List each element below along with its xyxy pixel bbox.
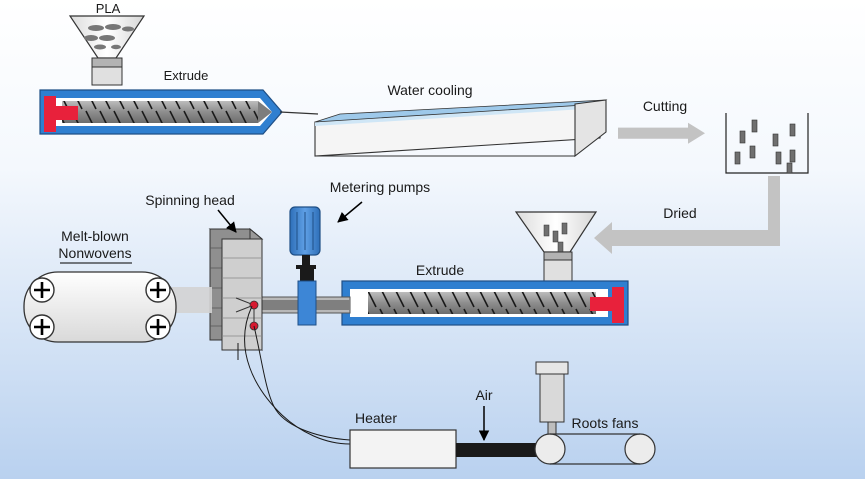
spinning-head-label: Spinning head [145, 192, 235, 208]
spinning-head [208, 227, 264, 352]
roots-fans [534, 361, 656, 465]
metering-pumps-pointer [337, 201, 363, 223]
extrude-top-label: Extrude [164, 68, 209, 83]
extrude-bottom-label: Extrude [416, 262, 464, 278]
heater-label: Heater [355, 410, 397, 426]
cutting-label: Cutting [643, 98, 687, 114]
water-cooling-trough [314, 99, 608, 158]
top-end-cap [44, 96, 56, 132]
metering-pump [289, 206, 321, 326]
metering-pumps-label: Metering pumps [330, 179, 430, 195]
pellet-container [725, 113, 809, 174]
bottom-hopper [514, 211, 598, 285]
cutting-arrow [618, 122, 705, 144]
meltblown-collector [23, 271, 177, 343]
bottom-end-cap [612, 287, 624, 323]
bottom-extruder-barrel [341, 280, 629, 326]
air-duct [456, 443, 540, 457]
air-line-upper [244, 305, 351, 445]
spinning-head-pointer [217, 209, 237, 233]
air-label: Air [475, 387, 492, 403]
air-line-lower [253, 325, 351, 441]
top-hopper [68, 15, 146, 86]
dried-arrow [594, 176, 780, 254]
pla-label: PLA [96, 1, 121, 16]
meltblown-label-line1: Melt-blown [61, 228, 129, 244]
dried-label: Dried [663, 205, 696, 221]
meltblown-label-line2: Nonwovens [58, 245, 131, 261]
top-extruder-barrel [39, 89, 319, 135]
roots-fans-label: Roots fans [572, 415, 639, 431]
heater-box [349, 429, 457, 469]
water-cooling-label: Water cooling [387, 82, 472, 98]
